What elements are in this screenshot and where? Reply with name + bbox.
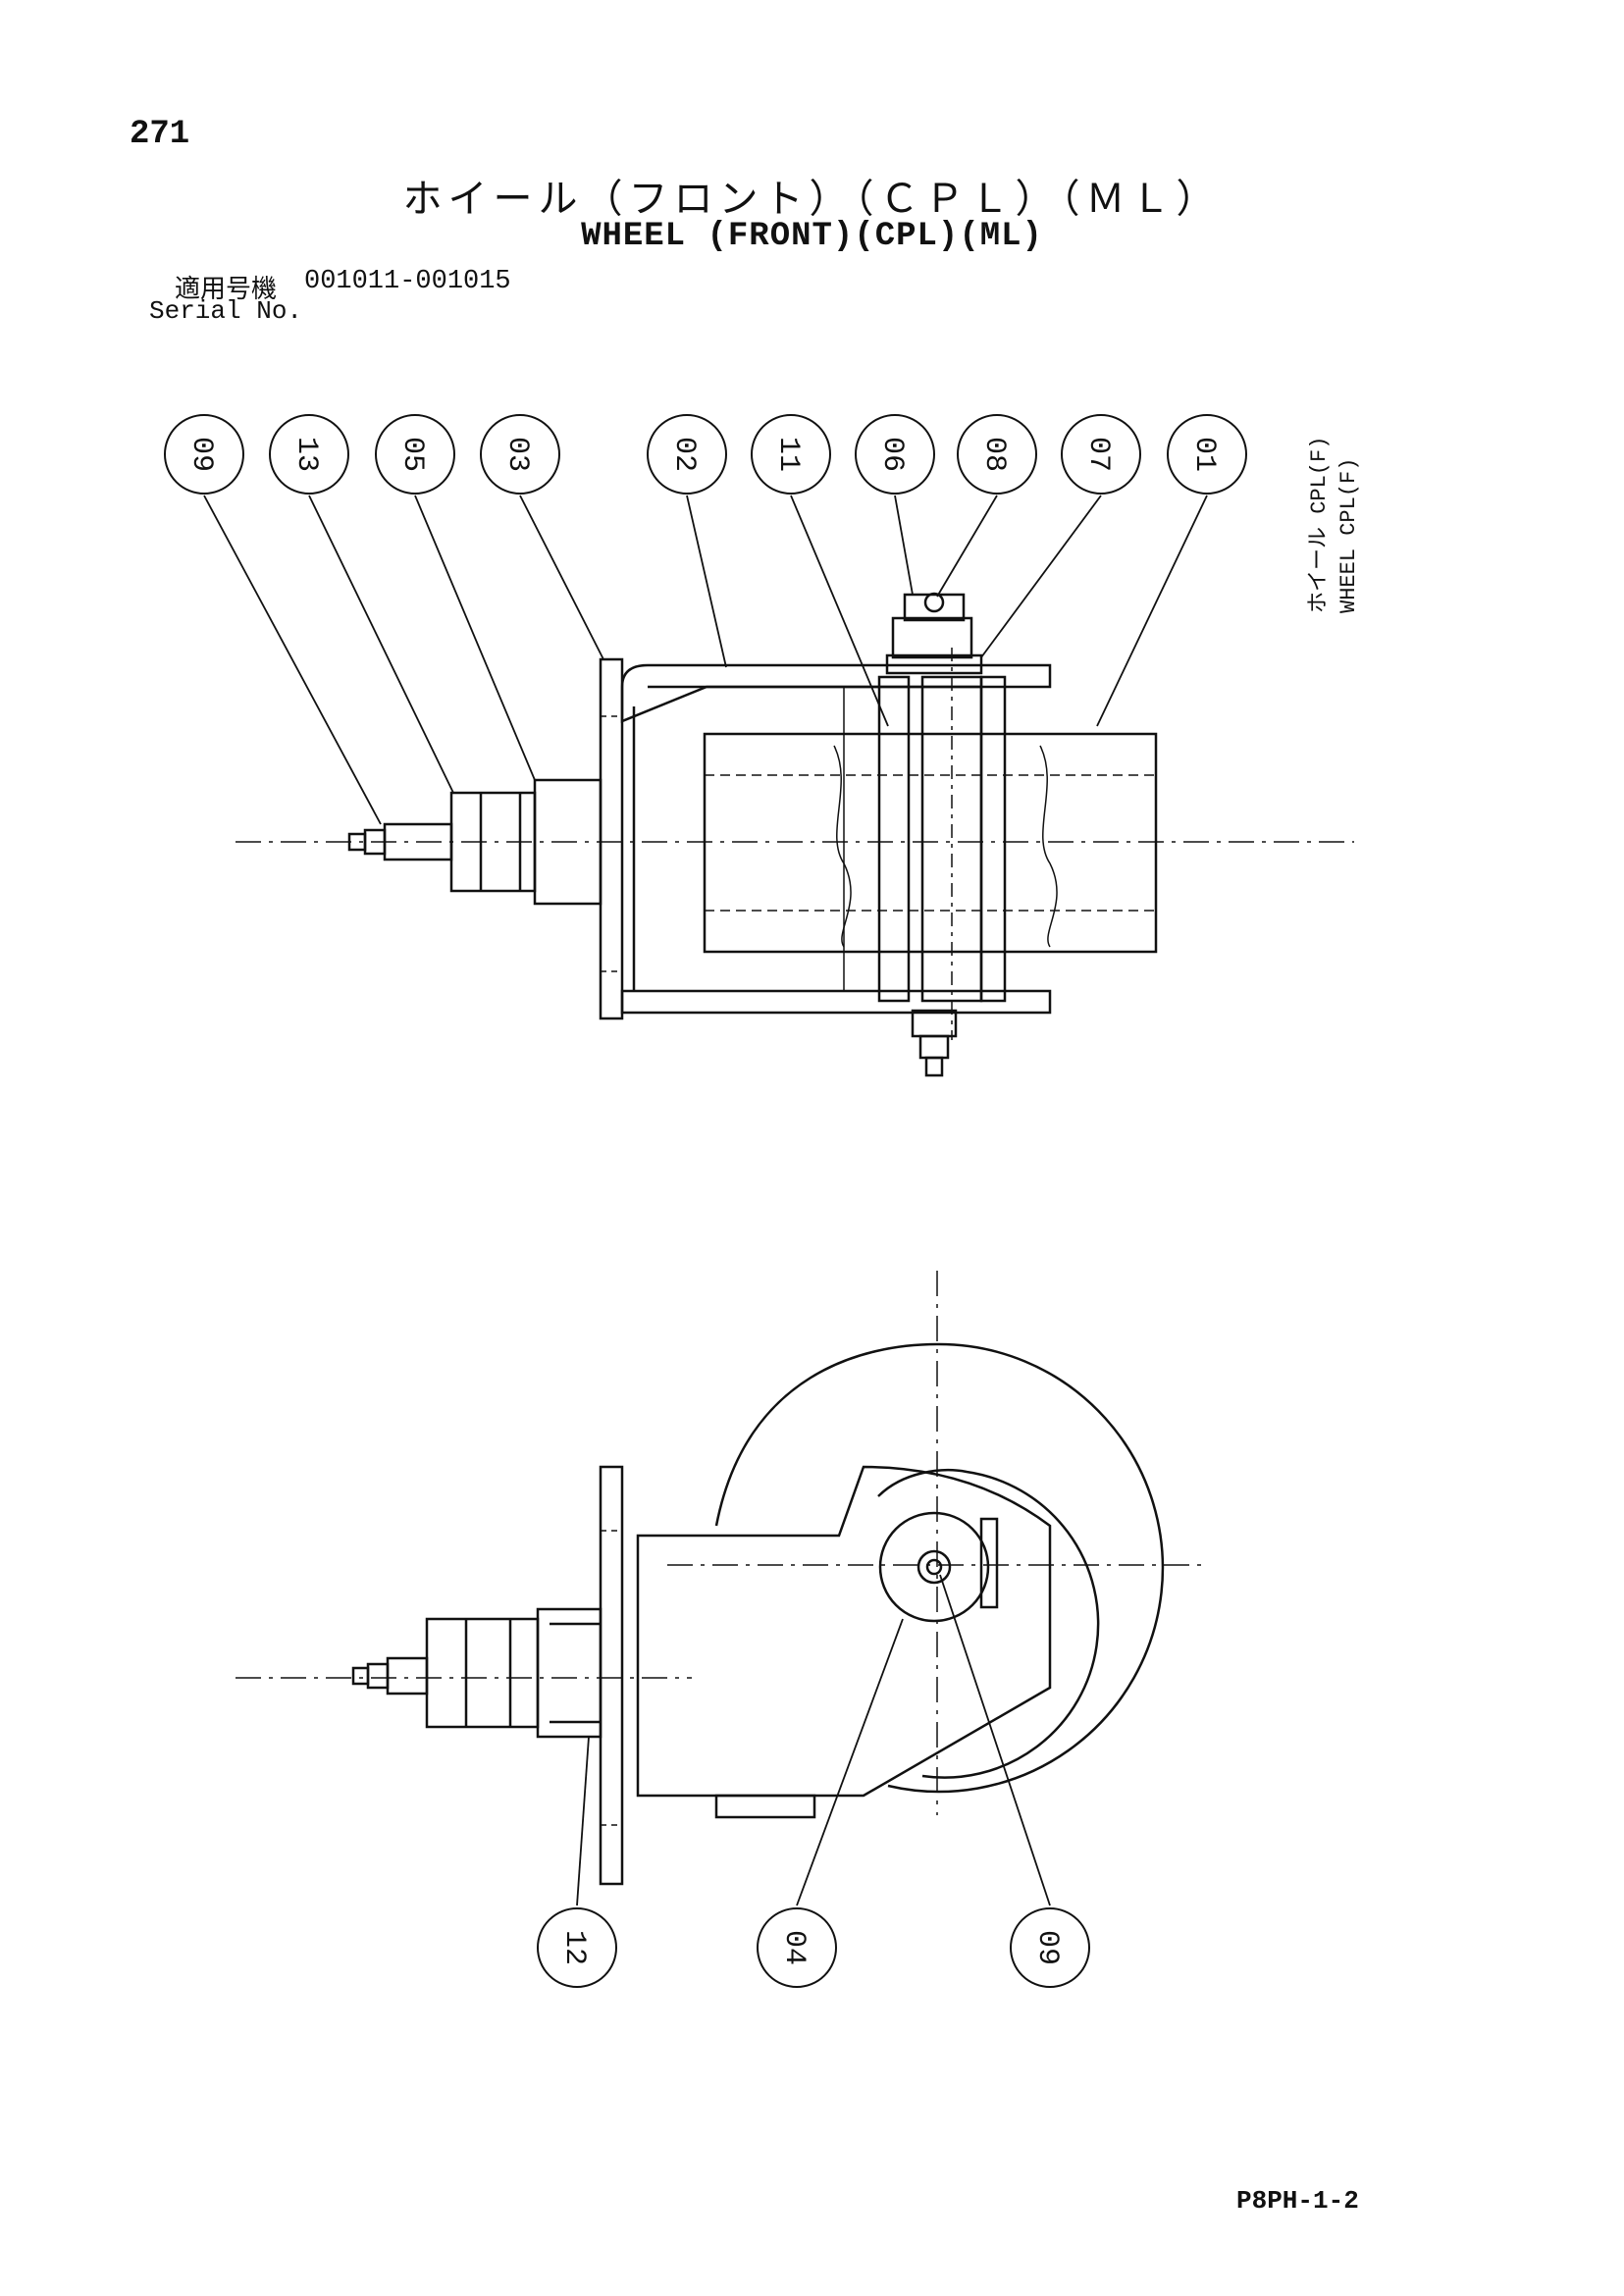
callout-05: 05 (395, 437, 429, 472)
serial-range: 001011-001015 (304, 267, 511, 296)
callout-02: 02 (667, 437, 701, 472)
bottom-view (236, 1271, 1207, 1886)
callout-07: 07 (1081, 437, 1115, 472)
serial-label-english: Serial No. (149, 296, 303, 326)
side-label-english: WHEEL CPL(F) (1336, 458, 1361, 613)
top-view (236, 592, 1354, 1077)
callout-08: 08 (977, 437, 1011, 472)
title-japanese: ホイール（フロント）（ＣＰＬ）（ＭＬ） (402, 177, 1222, 222)
title-english: WHEEL (FRONT)(CPL)(ML) (581, 218, 1043, 255)
serial-label-japanese: 適用号機 (175, 275, 278, 304)
side-label-japanese: ホイール CPL(F) (1307, 437, 1332, 613)
callout-03: 03 (500, 437, 534, 472)
callout-11: 11 (771, 437, 805, 472)
page-number: 271 (130, 116, 190, 153)
callout-12: 12 (557, 1930, 591, 1965)
callout-09-top: 09 (184, 437, 218, 472)
callout-06: 06 (875, 437, 909, 472)
callout-04: 04 (777, 1930, 811, 1965)
callout-13: 13 (289, 437, 323, 472)
leader-lines (203, 495, 1208, 1906)
callout-01: 01 (1187, 437, 1221, 472)
document-code: P8PH-1-2 (1236, 2186, 1359, 2216)
callout-09-bottom: 09 (1030, 1930, 1064, 1965)
